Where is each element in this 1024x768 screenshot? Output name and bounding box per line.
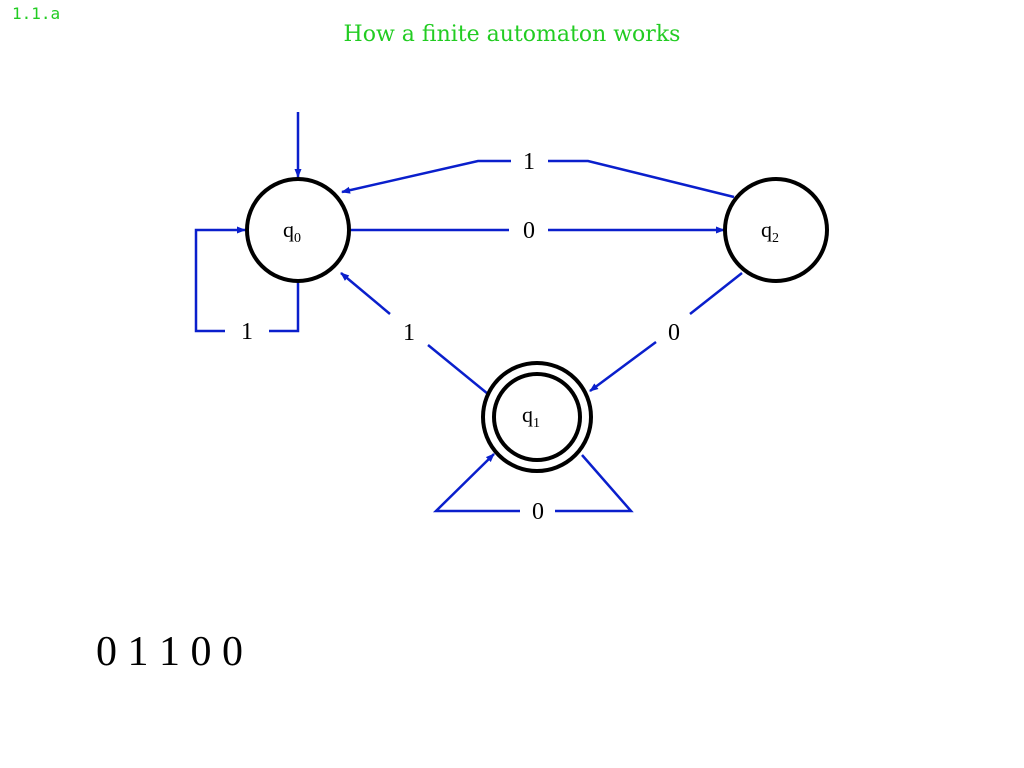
edge-label-q2-to-q1: 0 [668, 320, 680, 346]
edge-label-q1-self: 0 [532, 499, 544, 525]
slide-title: How a finite automaton works [343, 22, 681, 47]
edge-q1-self-loop-return [432, 453, 520, 513]
slide-number: 1.1.a [12, 4, 61, 23]
edge-q2-to-q1-tail [589, 340, 657, 393]
state-q2-label: q2 [761, 217, 779, 246]
edge-q1-self-loop [555, 454, 634, 513]
edge-q2-to-q0 [548, 159, 735, 199]
edge-q1-to-q0 [427, 344, 489, 395]
state-q2-circle [723, 177, 829, 283]
state-q1-inner-circle [492, 372, 582, 462]
edge-q0-self-loop [269, 283, 300, 333]
edge-q2-to-q1 [689, 272, 743, 315]
edge-q0-self-loop-return [194, 226, 246, 333]
state-q0-label: q0 [283, 217, 301, 246]
state-q1-outer-circle [481, 361, 593, 473]
edge-q1-to-q0-tail [340, 272, 391, 315]
state-q0-circle [245, 177, 351, 283]
input-string: 0 1 1 0 0 [96, 629, 243, 675]
edge-label-q0-self: 1 [241, 319, 253, 345]
edge-q2-to-q0-tail [341, 159, 511, 194]
state-q1-label: q1 [522, 402, 540, 431]
edge-label-q2-to-q0: 1 [523, 149, 535, 175]
edge-label-q1-to-q0: 1 [403, 320, 415, 346]
edge-label-q0-to-q2: 0 [523, 218, 535, 244]
